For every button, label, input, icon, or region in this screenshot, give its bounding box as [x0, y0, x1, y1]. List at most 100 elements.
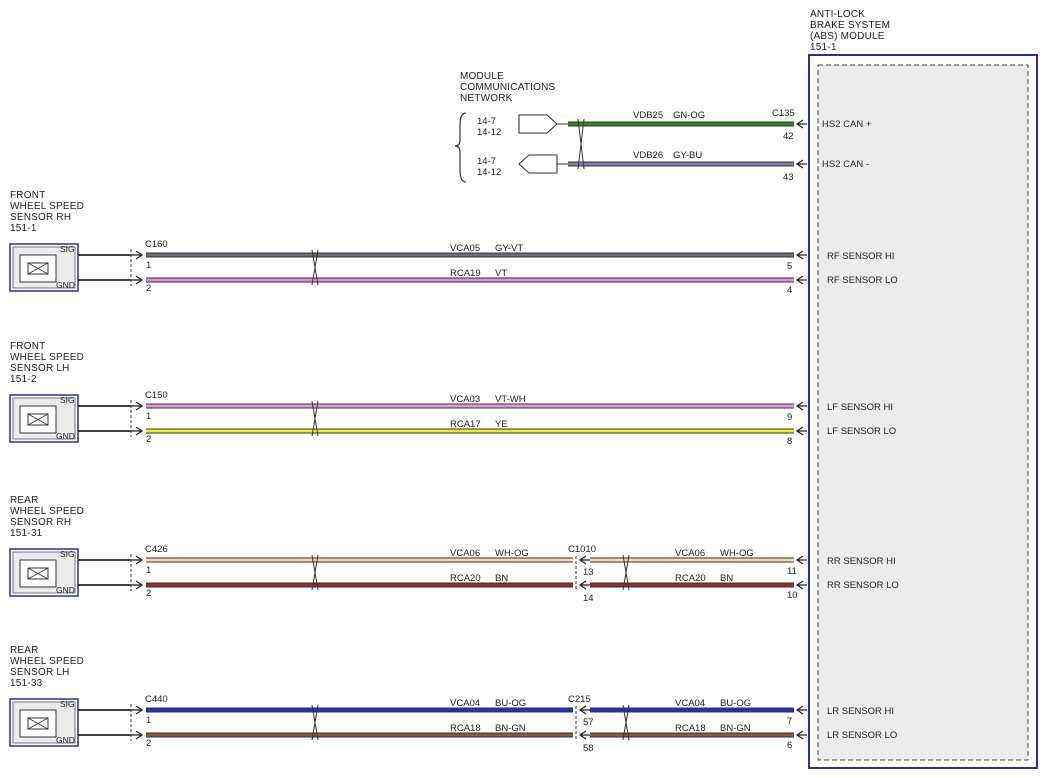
- network-in-arrow: [518, 154, 558, 174]
- network-title-line: COMMUNICATIONS: [460, 82, 556, 93]
- connector-pin-arrow: [130, 250, 144, 260]
- module-pin-arrow: [795, 705, 807, 715]
- sig-label: SIG: [60, 244, 75, 254]
- module-pin-arrow: [795, 275, 807, 285]
- coil-icon: [27, 262, 49, 275]
- pin-number: 58: [583, 743, 594, 754]
- pin-number: 1: [146, 565, 151, 576]
- module-pin-arrow: [795, 555, 807, 565]
- wire-color-label: GN-OG: [673, 110, 705, 121]
- sensor-title-line: WHEEL SPEED: [10, 352, 84, 363]
- sensor-title-line: WHEEL SPEED: [10, 201, 84, 212]
- sensor-title-line: SENSOR RH: [10, 517, 71, 528]
- circuit-label: VDB25: [633, 110, 663, 121]
- circuit-label: VCA04: [675, 698, 705, 709]
- sensor-title-line: SENSOR RH: [10, 212, 71, 223]
- module-pin-arrow: [795, 119, 807, 129]
- circuit-label: RCA20: [450, 573, 481, 584]
- module-pin-arrow: [795, 426, 807, 436]
- gnd-label: GND: [56, 735, 75, 745]
- signal-label: LF SENSOR LO: [827, 426, 896, 437]
- wire-color-label: BN-GN: [720, 723, 751, 734]
- wire-color-label: BU-OG: [495, 698, 526, 709]
- coil-icon: [27, 413, 49, 426]
- coil-icon: [27, 717, 49, 730]
- sensor-title-line: WHEEL SPEED: [10, 656, 84, 667]
- module-pin-arrow: [795, 250, 807, 260]
- signal-label: LR SENSOR HI: [827, 706, 894, 717]
- sensor-title-line: 151-1: [10, 223, 37, 234]
- signal-label: LR SENSOR LO: [827, 730, 897, 741]
- sensor-title-line: 151-31: [10, 528, 43, 539]
- coil-icon: [27, 717, 49, 730]
- twisted-pair-icon: [311, 554, 319, 591]
- twisted-pair-icon: [622, 554, 630, 591]
- sig-label: SIG: [60, 549, 75, 559]
- abs-module-title-line: BRAKE SYSTEM: [810, 20, 890, 31]
- network-ref: 14-7: [477, 156, 496, 167]
- connector-label: C135: [772, 108, 795, 119]
- pin-number: 8: [787, 436, 792, 447]
- network-ref: 14-12: [477, 167, 501, 178]
- wire-color-label: BN: [495, 573, 508, 584]
- pin-number: 2: [146, 738, 151, 749]
- network-out-arrow: [518, 114, 558, 134]
- abs-module-inner: [817, 64, 1029, 761]
- wire-color-label: BN-GN: [495, 723, 526, 734]
- connector-pin-arrow: [130, 401, 144, 411]
- wire-color-label: WH-OG: [495, 548, 529, 559]
- wire-color-label: VT: [495, 268, 507, 279]
- twisted-pair-icon: [311, 704, 319, 741]
- circuit-label: RCA18: [675, 723, 706, 734]
- circuit-label: VCA03: [450, 394, 480, 405]
- gnd-label: GND: [56, 431, 75, 441]
- inline-connector-label: C1010: [568, 544, 596, 555]
- network-section: MODULE COMMUNICATIONS NETWORK 14-7 14-12…: [454, 71, 872, 183]
- pin-number: 9: [787, 412, 792, 423]
- twisted-pair-icon: [311, 249, 319, 286]
- circuit-label: VCA05: [450, 243, 480, 254]
- abs-module-title-line: ANTI-LOCK: [810, 9, 865, 20]
- connector-label: C440: [145, 694, 168, 705]
- abs-module-id: 151-1: [810, 42, 837, 53]
- pin-number: 4: [787, 285, 792, 296]
- pin-number: 5: [787, 261, 792, 272]
- wire-color-label: BU-OG: [720, 698, 751, 709]
- inline-pin-arrow: [578, 555, 590, 565]
- circuit-label: RCA17: [450, 419, 481, 430]
- pin-number: 43: [783, 172, 794, 183]
- sig-label: SIG: [60, 395, 75, 405]
- connector-label: C426: [145, 544, 168, 555]
- sensor-title-line: SENSOR LH: [10, 667, 70, 678]
- wire-color-label: BN: [720, 573, 733, 584]
- pin-number: 1: [146, 260, 151, 271]
- sig-label: SIG: [60, 699, 75, 709]
- pin-number: 2: [146, 588, 151, 599]
- connector-pin-arrow: [130, 705, 144, 715]
- coil-icon: [27, 567, 49, 580]
- connector-label: C160: [145, 239, 168, 250]
- circuit-label: RCA19: [450, 268, 481, 279]
- circuit-label: RCA20: [675, 573, 706, 584]
- module-pin-arrow: [795, 580, 807, 590]
- wire-color-label: GY-VT: [495, 243, 523, 254]
- sensor-title-line: FRONT: [10, 341, 45, 352]
- signal-label: HS2 CAN +: [822, 119, 872, 130]
- pin-number: 57: [583, 717, 594, 728]
- abs-module-title-line: (ABS) MODULE: [810, 31, 885, 42]
- network-title-line: MODULE: [460, 71, 504, 82]
- pin-number: 1: [146, 715, 151, 726]
- connector-pin-arrow: [130, 426, 144, 436]
- wire-color-label: YE: [495, 419, 508, 430]
- sensor-title-line: 151-33: [10, 678, 43, 689]
- signal-label: RF SENSOR HI: [827, 251, 895, 262]
- pin-number: 2: [146, 434, 151, 445]
- twisted-pair-icon: [311, 400, 319, 437]
- inline-pin-arrow: [578, 705, 590, 715]
- gnd-label: GND: [56, 585, 75, 595]
- wire-color-label: GY-BU: [673, 150, 702, 161]
- pin-number: 6: [787, 740, 792, 751]
- pin-number: 2: [146, 283, 151, 294]
